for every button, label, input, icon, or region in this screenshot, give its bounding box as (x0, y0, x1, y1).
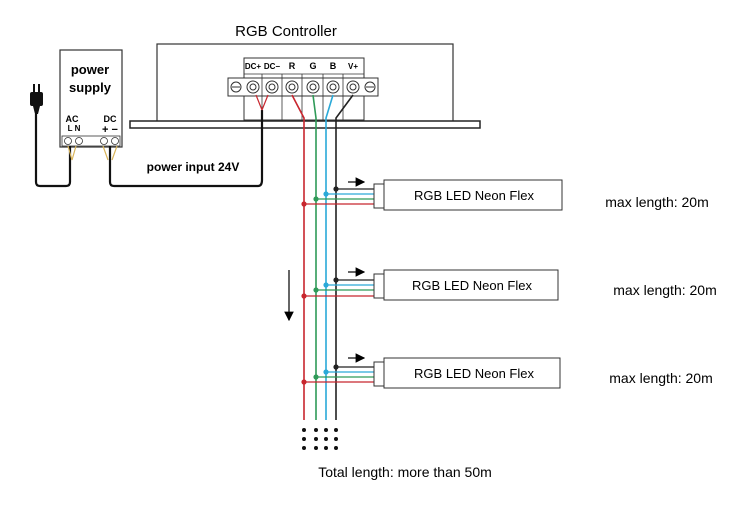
strip-box (383, 269, 559, 301)
continuation-dots (302, 428, 338, 450)
terminal-label-r: R (289, 61, 296, 71)
strip-box (383, 357, 561, 389)
terminal-screw-row (227, 77, 379, 97)
strip-label-2: RGB LED Neon Flex (412, 278, 532, 293)
strip-label-1: RGB LED Neon Flex (414, 188, 534, 203)
power-supply-ac-terminals: L N (68, 124, 81, 133)
power-supply-dc-polarity: + − (102, 124, 118, 136)
power-input-label: power input 24V (147, 160, 240, 174)
power-supply-ac-label: AC (66, 114, 79, 124)
power-supply-title-line2: supply (69, 80, 112, 95)
power-supply-title-line1: power (71, 62, 109, 77)
strip-connector (373, 183, 385, 209)
strip-connector (373, 361, 385, 387)
terminal-label-g: G (309, 61, 316, 71)
strip-branch-3 (301, 353, 561, 389)
strip-branch-1 (301, 177, 563, 211)
power-supply-screws (64, 137, 119, 145)
bus-wire-red (291, 94, 305, 420)
power-supply-dc-label: DC (104, 114, 117, 124)
controller-mounting-plate (129, 120, 481, 129)
bus-wire-green (312, 94, 317, 420)
terminal-label-v-plus: V+ (348, 62, 358, 71)
total-length-label: Total length: more than 50m (318, 464, 492, 480)
strip-label-3: RGB LED Neon Flex (414, 366, 534, 381)
strip-connector (373, 273, 385, 299)
terminal-label-dc-minus: DC− (264, 62, 281, 71)
bus-wire-black (335, 94, 354, 420)
power-supply-terminals (61, 135, 121, 147)
strip-branch-2 (301, 267, 559, 301)
dc-power-cable (108, 110, 264, 188)
controller-title: RGB Controller (235, 23, 337, 40)
terminal-label-dc-plus: DC+ (245, 62, 262, 71)
power-supply-box (59, 49, 123, 148)
bus-wires (291, 94, 354, 420)
bus-wire-blue (325, 94, 334, 420)
ac-plug-icon (30, 84, 43, 114)
strip-max-length-1: max length: 20m (605, 194, 709, 210)
strip-box (383, 179, 563, 211)
strip-max-length-3: max length: 20m (609, 370, 713, 386)
terminal-label-b: B (330, 61, 337, 71)
ac-cable (34, 114, 72, 188)
terminal-labels: DC+ DC− R G B V+ (245, 61, 358, 71)
strip-max-length-2: max length: 20m (613, 282, 717, 298)
terminal-screws (230, 80, 376, 94)
